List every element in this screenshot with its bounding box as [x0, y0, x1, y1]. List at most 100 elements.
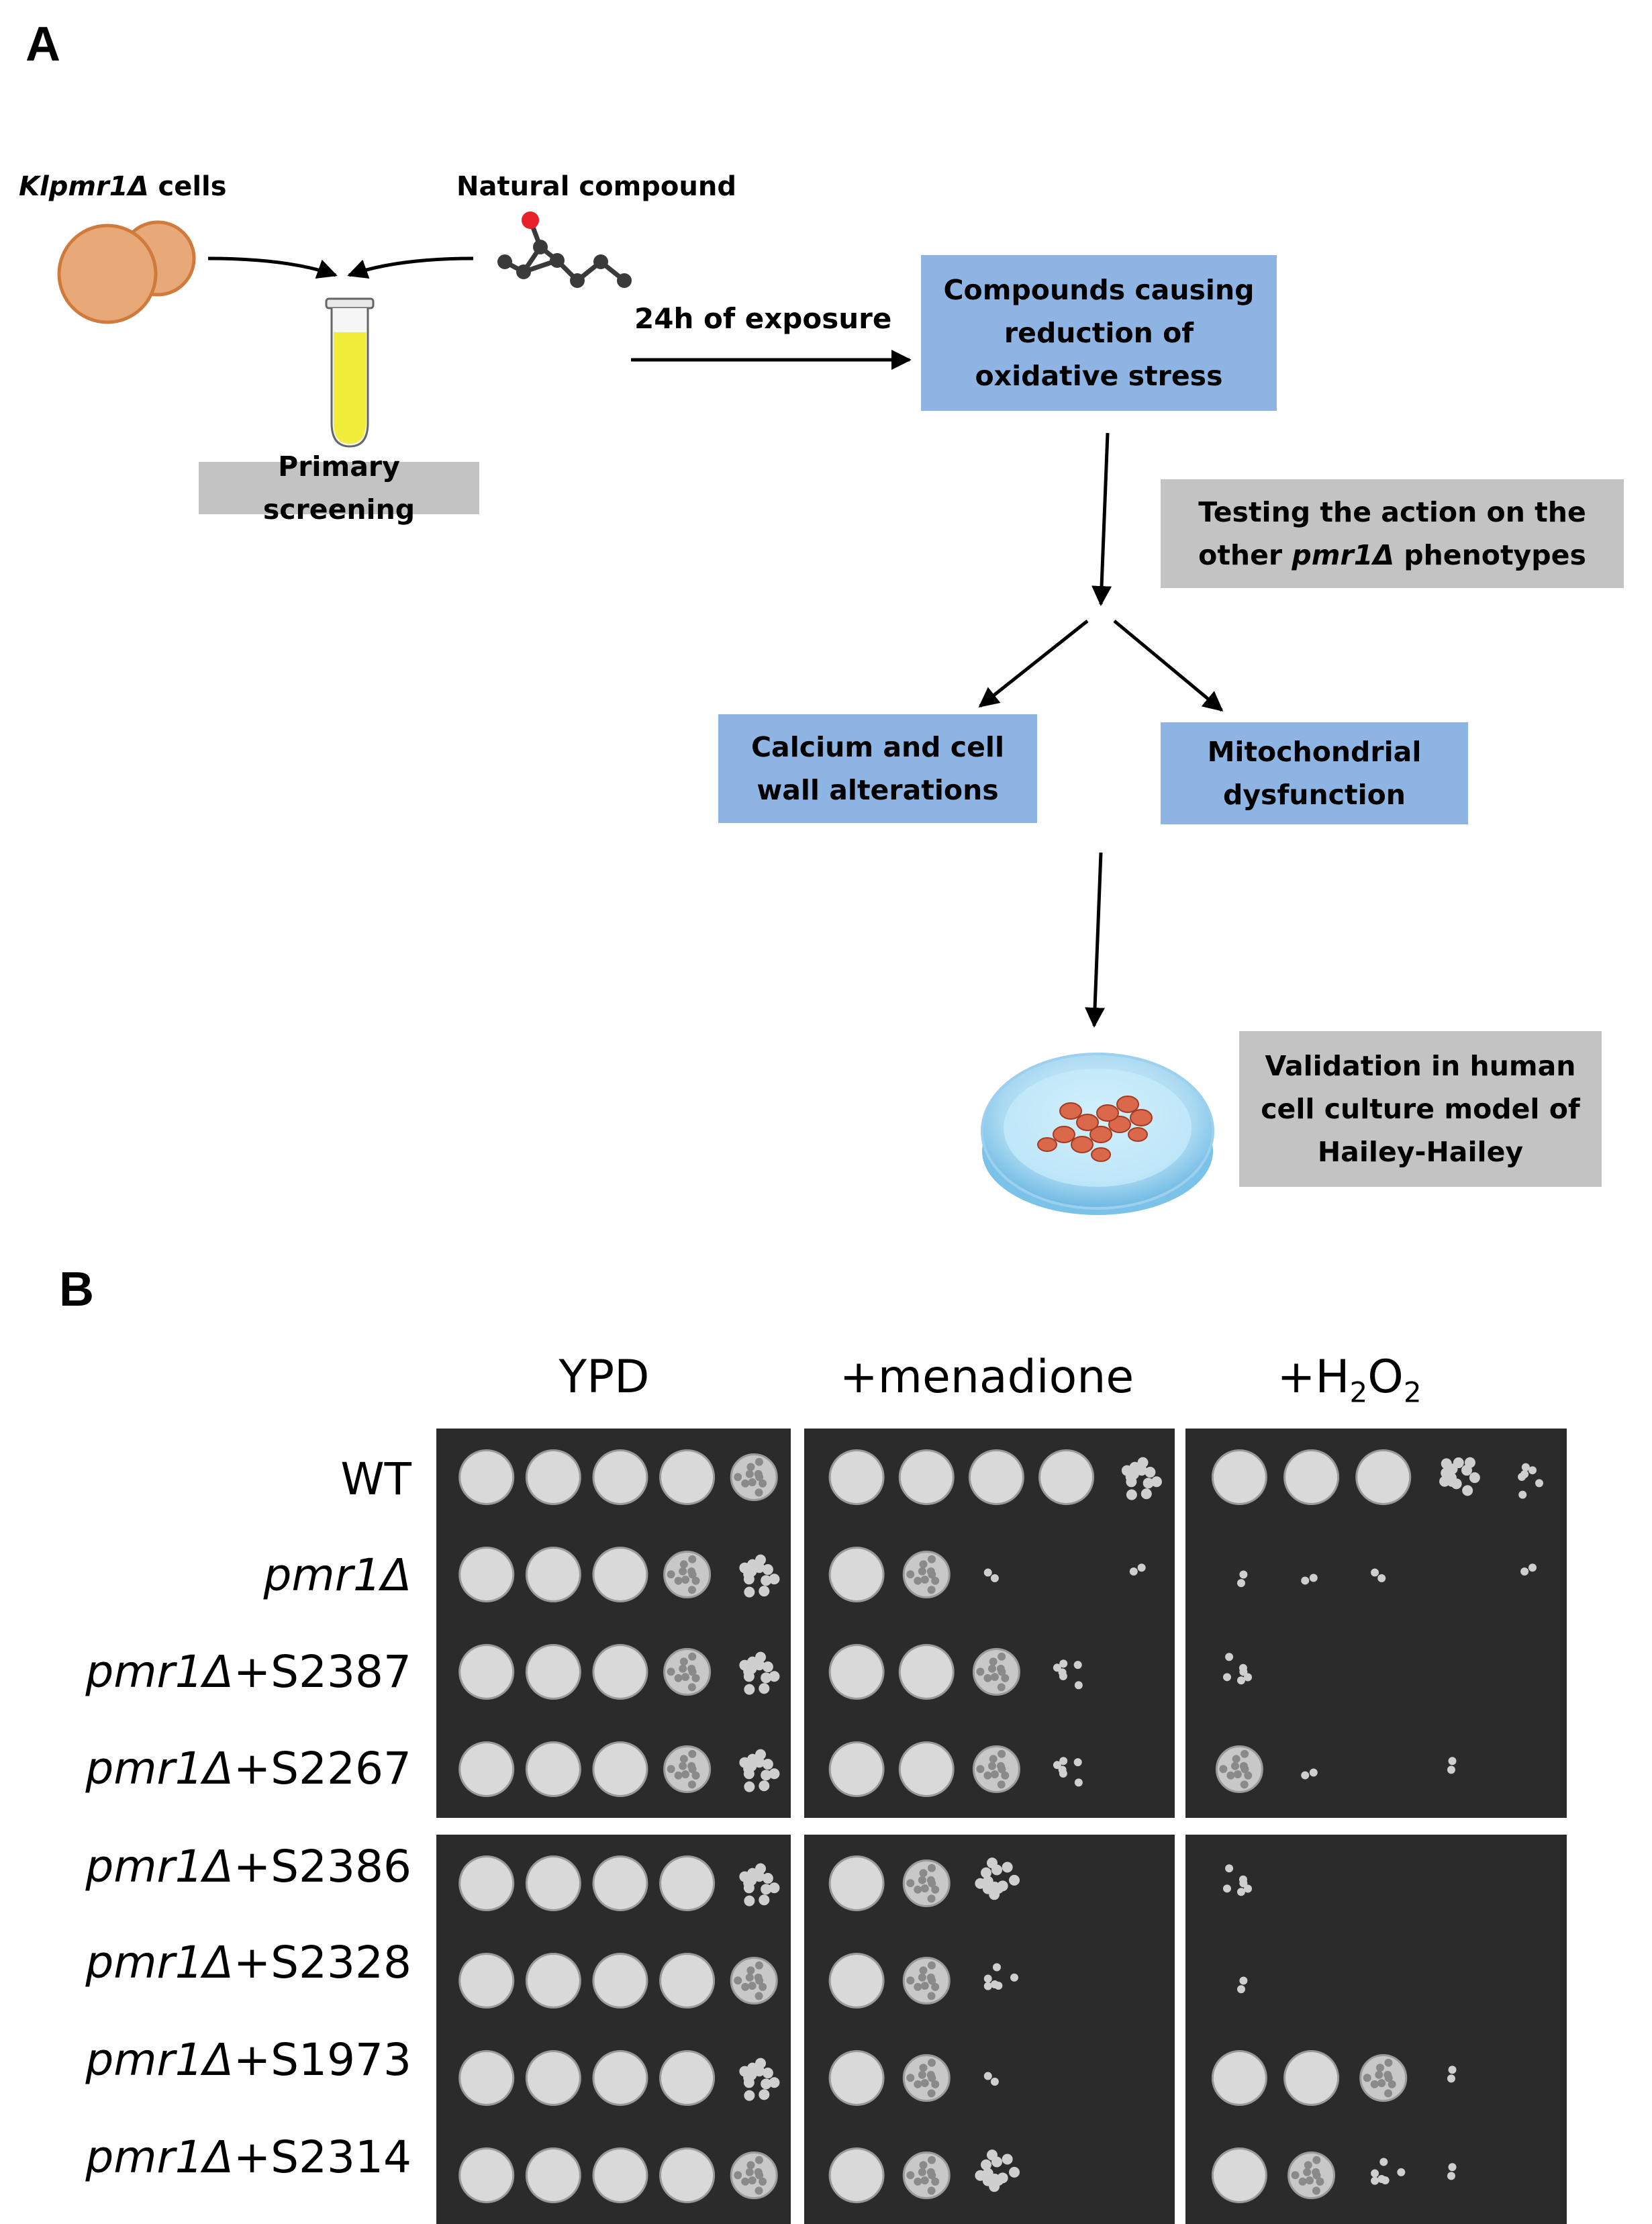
yeast-cell-icon	[57, 220, 196, 324]
colony-spot	[828, 1547, 885, 1602]
row-label-compound: +S2386	[233, 1841, 411, 1892]
colony-spot	[659, 2147, 716, 2203]
row-label-0: WT	[340, 1453, 411, 1505]
row-label-7: pmr1Δ+S2314	[85, 2131, 411, 2183]
colony-spot	[972, 1648, 1020, 1696]
calcium-line-2: wall alterations	[757, 774, 999, 806]
primary-screening-box: Primary screening	[199, 450, 479, 526]
colony-spot	[739, 1863, 780, 1906]
colony-spot	[592, 2147, 648, 2203]
row-label-compound: +S2387	[233, 1646, 411, 1698]
plate-h2o2-1	[1185, 1429, 1567, 1818]
column-header-menadione: +menadione	[839, 1351, 1134, 1404]
testing-line-2: other pmr1Δ phenotypes	[1198, 534, 1586, 577]
colony-spot	[828, 1449, 885, 1505]
colony-spot	[458, 1855, 515, 1911]
panel-a-letter: A	[26, 17, 60, 71]
colony-spot	[1211, 1449, 1267, 1505]
cells-to-tube-arrow	[207, 256, 338, 279]
row-label-compound: +S2267	[233, 1743, 411, 1794]
colony-spot	[1053, 1757, 1083, 1787]
colony-spot	[902, 2152, 951, 2199]
row-label-4: pmr1Δ+S2386	[85, 1841, 411, 1892]
compounds-line-3: oxidative stress	[975, 360, 1223, 392]
colony-spot	[592, 1449, 648, 1505]
h2o2-sub2: 2	[1403, 1375, 1422, 1409]
testing-line-2-italic: pmr1Δ	[1292, 539, 1394, 571]
row-label-strain: pmr1Δ	[263, 1549, 411, 1601]
row-label-strain: pmr1Δ	[85, 1646, 234, 1698]
colony-spot	[659, 1953, 716, 2009]
colony-spot	[592, 1855, 648, 1911]
colony-spot	[1222, 1864, 1253, 1896]
colony-spot	[1215, 1745, 1263, 1793]
plate-spots	[1211, 1864, 1457, 2203]
colony-spot	[902, 1957, 951, 2004]
testing-line-2-post: phenotypes	[1394, 539, 1586, 571]
colony-spot	[975, 1857, 1020, 1900]
colony-spot	[458, 2147, 515, 2203]
colony-spot	[659, 1855, 716, 1911]
compound-label: Natural compound	[456, 171, 736, 202]
colony-spot	[592, 1644, 648, 1700]
colony-spot	[1053, 1659, 1083, 1690]
colony-spot	[828, 2050, 885, 2106]
colony-spot	[525, 1547, 581, 1602]
plate-spots	[828, 1855, 1020, 2203]
colony-spot	[739, 1749, 780, 1792]
colony-spot	[1447, 2163, 1457, 2180]
row-label-plain: WT	[340, 1453, 411, 1505]
colony-spot	[730, 1453, 778, 1501]
validation-line-3: Hailey-Hailey	[1317, 1136, 1524, 1168]
colony-spot	[458, 1741, 515, 1797]
colony-spot	[828, 1741, 885, 1797]
testing-box: Testing the action on the other pmr1Δ ph…	[1161, 479, 1624, 588]
exposure-label: 24h of exposure	[634, 302, 892, 335]
colony-spot	[983, 1963, 1019, 1990]
colony-spot	[1222, 1653, 1253, 1685]
colony-spot	[1371, 2158, 1406, 2185]
colony-spot	[663, 1551, 712, 1598]
mito-line-1: Mitochondrial	[1207, 736, 1422, 768]
panel-b-letter: B	[59, 1263, 94, 1316]
colony-spot	[525, 1953, 581, 2009]
panel-a-graphics	[57, 211, 1224, 1215]
colony-spot	[1301, 1768, 1318, 1780]
primary-screening-text: Primary screening	[262, 450, 416, 526]
colony-spot	[739, 1651, 780, 1695]
colony-spot	[525, 1855, 581, 1911]
colony-spot	[968, 1449, 1024, 1505]
row-label-strain: pmr1Δ	[85, 1937, 234, 1988]
row-label-3: pmr1Δ+S2267	[85, 1743, 411, 1794]
colony-spot	[663, 1745, 712, 1793]
row-label-6: pmr1Δ+S1973	[85, 2034, 411, 2086]
colony-spot	[1359, 2054, 1408, 2102]
molecule-icon	[497, 211, 632, 288]
colony-spot	[1301, 1574, 1318, 1585]
row-label-1: pmr1Δ	[264, 1549, 411, 1601]
branch-left-arrow	[978, 620, 1089, 708]
colony-spot	[1520, 1563, 1537, 1576]
plate-ypd-2	[436, 1835, 791, 2224]
colony-spot	[663, 1648, 712, 1696]
colony-spot	[458, 1547, 515, 1602]
colony-spot	[972, 1745, 1020, 1793]
colony-spot	[1447, 1757, 1457, 1774]
colony-spot	[828, 1855, 885, 1911]
validation-box: Validation in human cell culture model o…	[1239, 1031, 1602, 1187]
column-header-ypd: YPD	[558, 1351, 650, 1404]
validation-line-2: cell culture model of	[1261, 1093, 1580, 1125]
compounds-down-arrow	[1091, 432, 1112, 606]
colony-spot	[739, 1554, 780, 1598]
column-header-h2o2: +H2O2	[1262, 1351, 1437, 1409]
colony-spot	[902, 1551, 951, 1598]
colony-spot	[458, 1953, 515, 2009]
plate-spots	[458, 1449, 780, 1797]
colony-spot	[1038, 1449, 1095, 1505]
colony-spot	[592, 1547, 648, 1602]
colony-spot	[1236, 1976, 1248, 1994]
colony-spot	[1439, 1457, 1480, 1496]
compound-to-tube-arrow	[347, 256, 474, 279]
compounds-line-1: Compounds causing	[943, 274, 1255, 306]
colony-spot	[1283, 2050, 1340, 2106]
